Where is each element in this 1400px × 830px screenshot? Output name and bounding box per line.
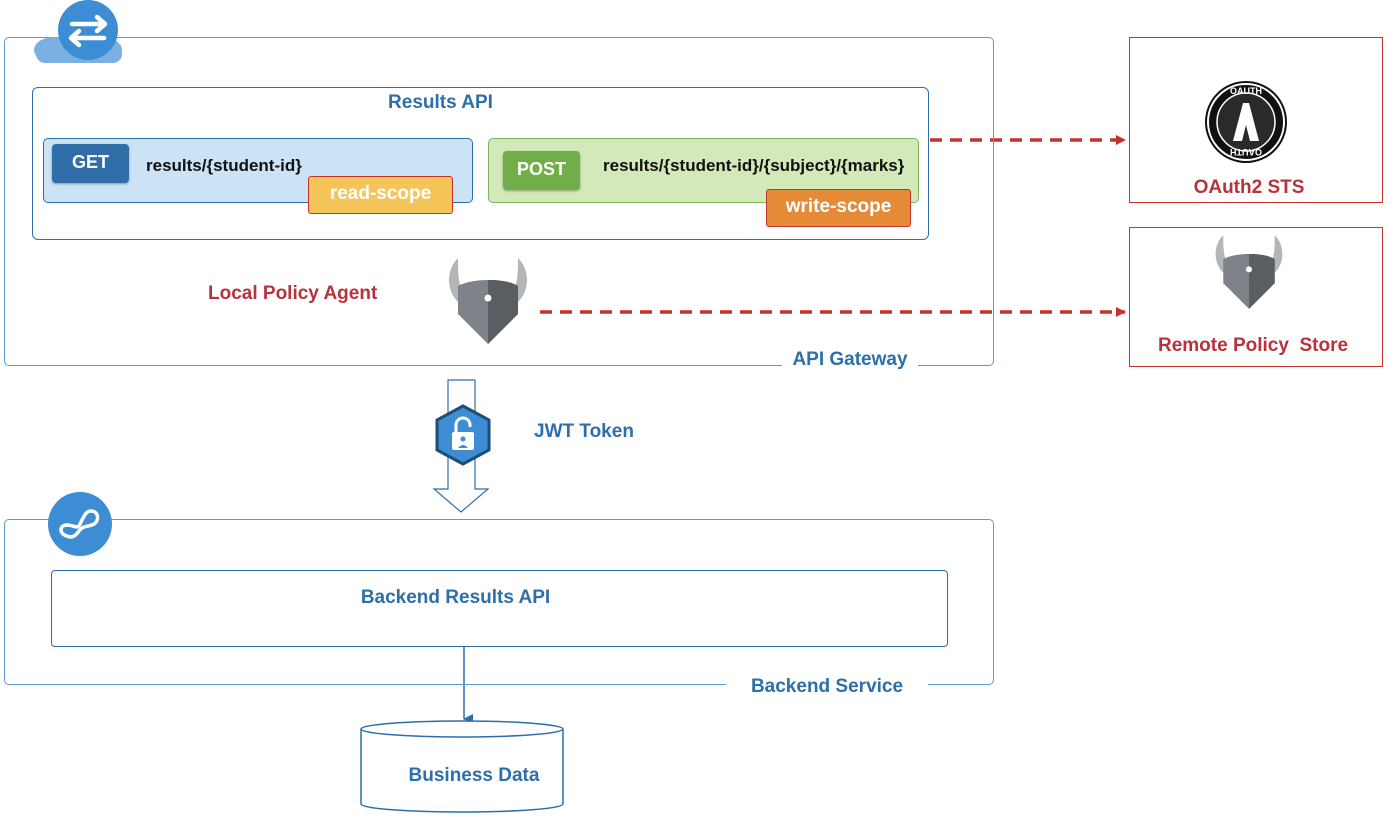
local-policy-agent-label: Local Policy Agent <box>208 283 378 304</box>
database-icon <box>360 720 564 813</box>
get-method-badge: GET <box>52 144 129 183</box>
remote-policy-store-box <box>1129 227 1383 367</box>
oauth-logo-text-top: OAUTH <box>1230 86 1262 96</box>
oauth-sts-box <box>1129 37 1383 203</box>
remote-opa-icon <box>1215 235 1283 309</box>
remote-policy-store-label: Remote Policy Store <box>1158 335 1349 356</box>
opa-icon <box>449 258 527 344</box>
results-api-box <box>32 87 929 240</box>
cloud-gateway-icon <box>34 0 122 63</box>
backend-service-box <box>4 519 994 685</box>
business-data-label: Business Data <box>408 765 540 786</box>
jwt-token-label: JWT Token <box>534 421 634 442</box>
backend-service-icon <box>48 492 112 556</box>
backend-service-label: Backend Service <box>726 673 928 701</box>
backend-results-api-box <box>51 570 948 647</box>
oauth-logo-text-bottom: OAUTH <box>1230 147 1262 157</box>
backend-results-api-label: Backend Results API <box>360 587 551 608</box>
write-scope-badge: write-scope <box>766 189 911 227</box>
lock-icon <box>435 404 491 466</box>
get-endpoint-path: results/{student-id} <box>146 156 302 175</box>
post-endpoint-path: results/{student-id}/{subject}/{marks} <box>603 156 905 175</box>
api-gateway-box <box>4 37 994 366</box>
post-method-badge: POST <box>503 151 580 190</box>
api-gateway-label: API Gateway <box>782 346 918 374</box>
read-scope-badge: read-scope <box>308 176 453 214</box>
oauth-logo-icon: OAUTH OAUTH <box>1205 81 1287 163</box>
results-api-title: Results API <box>388 92 493 113</box>
oauth-sts-label: OAuth2 STS <box>1193 177 1305 198</box>
